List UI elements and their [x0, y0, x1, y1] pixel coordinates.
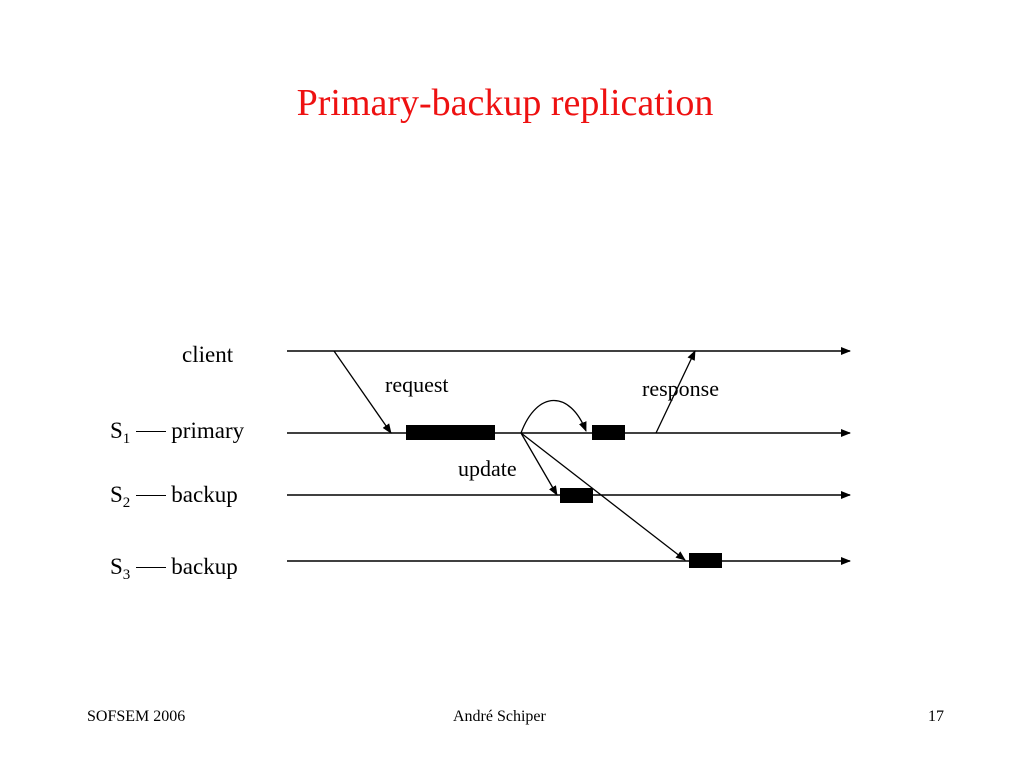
label-dash [136, 431, 167, 433]
s3-processing-block [689, 553, 722, 568]
s2-processing-block [560, 488, 593, 503]
process-index: 1 [122, 431, 131, 447]
label-dash [136, 567, 167, 569]
slide-title: Primary-backup replication [296, 82, 714, 124]
process-role: primary [171, 418, 245, 443]
update-label: update [458, 456, 517, 481]
footer-event: SOFSEM 2006 [87, 708, 186, 725]
request-label: request [385, 372, 449, 397]
process-name: S [110, 482, 123, 507]
page-number: 17 [928, 708, 944, 725]
request-arrow [333, 350, 392, 434]
process-name: S [110, 554, 123, 579]
process-label-s1: S1 primary [110, 417, 245, 447]
process-label-s2: S2 backup [110, 481, 238, 511]
s1-processing-block [406, 425, 495, 440]
process-name: S [110, 418, 123, 443]
process-label-client: client [182, 341, 233, 369]
update-arrow-s2 [520, 432, 558, 496]
s1-ack-block [592, 425, 625, 440]
process-index: 3 [122, 567, 131, 583]
process-role: backup [171, 482, 238, 507]
process-role: backup [171, 554, 238, 579]
label-dash [136, 495, 167, 497]
local-loop-arrow [520, 399, 587, 434]
process-label-s3: S3 backup [110, 553, 238, 583]
response-label: response [642, 376, 719, 401]
process-index: 2 [122, 495, 131, 511]
update-arrow-s3 [520, 432, 686, 561]
process-name: client [182, 342, 234, 367]
footer-author: André Schiper [453, 708, 546, 725]
response-arrow [655, 350, 696, 434]
